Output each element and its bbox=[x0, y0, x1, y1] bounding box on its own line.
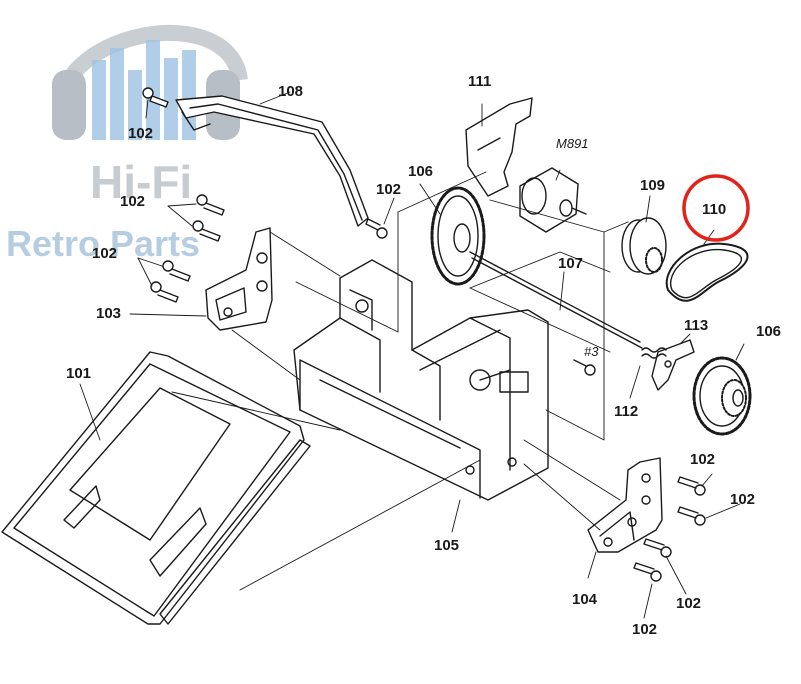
label-screw-3: #3 bbox=[584, 344, 599, 359]
label-108: 108 bbox=[278, 83, 303, 100]
motor-m891 bbox=[519, 167, 587, 233]
label-102-left1: 102 bbox=[120, 193, 145, 210]
part-106-gear-lower bbox=[692, 356, 752, 436]
part-106-gear-upper bbox=[430, 186, 486, 286]
label-m891: M891 bbox=[556, 136, 589, 151]
label-102-mid: 102 bbox=[376, 181, 401, 198]
label-105: 105 bbox=[434, 537, 459, 554]
part-103-bracket bbox=[205, 227, 273, 331]
label-106-upper: 106 bbox=[408, 163, 433, 180]
label-102-left2: 102 bbox=[92, 245, 117, 262]
watermark-line1: Hi-Fi bbox=[90, 156, 192, 208]
headphone-cup-left-icon bbox=[52, 70, 86, 140]
highlight-circle-110 bbox=[682, 174, 750, 242]
label-102-bottom: 102 bbox=[632, 621, 657, 638]
label-107: 107 bbox=[558, 255, 583, 272]
screws-102-left-group bbox=[150, 194, 225, 303]
watermark-logo: Hi-Fi Retro Parts bbox=[6, 24, 248, 264]
label-102-right1: 102 bbox=[690, 451, 715, 468]
part-101-front-cover bbox=[1, 351, 311, 625]
label-104: 104 bbox=[572, 591, 598, 608]
label-102-top: 102 bbox=[128, 125, 153, 142]
label-102-right3: 102 bbox=[676, 595, 701, 612]
equalizer-bars-icon bbox=[92, 40, 196, 140]
label-106-lower: 106 bbox=[756, 323, 781, 340]
part-112-spring bbox=[641, 347, 667, 359]
part-108-bracket bbox=[175, 95, 369, 227]
screw-3 bbox=[573, 359, 596, 376]
label-110: 110 bbox=[702, 201, 726, 218]
label-101: 101 bbox=[66, 365, 91, 382]
part-111-plate bbox=[465, 97, 533, 197]
screw-102-top bbox=[142, 87, 169, 108]
label-102-right2: 102 bbox=[730, 491, 755, 508]
screws-102-right-group bbox=[633, 476, 706, 582]
part-113-lever bbox=[651, 339, 695, 391]
label-103: 103 bbox=[96, 305, 121, 322]
part-105-chassis bbox=[293, 259, 549, 501]
label-112: 112 bbox=[614, 403, 638, 420]
watermark-line2: Retro Parts bbox=[6, 223, 200, 264]
screw-102-near-108 bbox=[365, 218, 388, 239]
part-107-shaft bbox=[469, 251, 643, 349]
assembly-lines bbox=[79, 91, 745, 619]
label-109: 109 bbox=[640, 177, 665, 194]
part-109-pulley bbox=[621, 217, 667, 275]
part-labels: 108 102 102 102 102 103 101 105 111 M891… bbox=[66, 73, 781, 638]
label-113: 113 bbox=[684, 317, 708, 334]
part-110-belt bbox=[665, 242, 749, 302]
label-111: 111 bbox=[468, 73, 491, 90]
part-104-bracket bbox=[587, 457, 663, 553]
